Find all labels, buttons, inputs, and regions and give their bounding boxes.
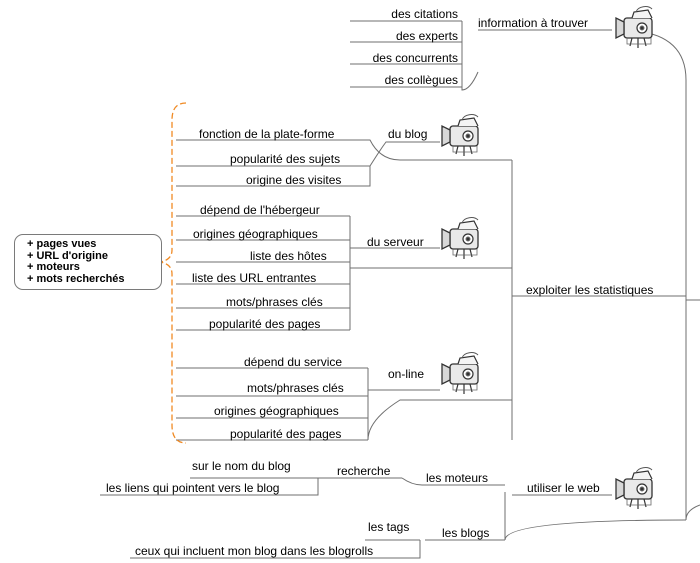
- note-line: + moteurs: [27, 261, 80, 273]
- blog-item: fonction de la plate-forme: [199, 127, 335, 141]
- serveur-node: du serveur: [367, 235, 424, 249]
- recherche-node: recherche: [337, 464, 391, 478]
- note-line: + URL d'origine: [27, 249, 108, 262]
- recherche-item: les liens qui pointent vers le blog: [106, 481, 280, 495]
- serveur-item: dépend de l'hébergeur: [200, 203, 320, 217]
- video-camera-icon: [615, 466, 653, 510]
- note-line: + pages vues: [27, 238, 97, 250]
- serveur-item: liste des URL entrantes: [192, 271, 317, 285]
- serveur-item: popularité des pages: [209, 317, 321, 331]
- recherche-item: sur le nom du blog: [192, 459, 291, 473]
- online-item: dépend du service: [244, 355, 343, 369]
- tags-item: ceux qui incluent mon blog dans les blog…: [135, 544, 374, 558]
- blogs-node: les blogs: [442, 526, 490, 540]
- info-item: des collègues: [384, 73, 458, 87]
- info-item: des experts: [395, 29, 458, 43]
- web-node: utiliser le web: [527, 481, 600, 495]
- video-camera-icon: [441, 216, 479, 260]
- online-item: mots/phrases clés: [247, 381, 344, 395]
- note-line: + mots recherchés: [27, 272, 125, 285]
- moteurs-node: les moteurs: [426, 471, 489, 485]
- video-camera-icon: [615, 5, 653, 49]
- blog-node: du blog: [388, 127, 428, 141]
- serveur-item: mots/phrases clés: [226, 295, 323, 309]
- online-item: popularité des pages: [230, 427, 342, 441]
- tags-node: les tags: [368, 520, 410, 534]
- root-node: exploiter les statistiques: [526, 283, 654, 297]
- serveur-item: origines géographiques: [193, 227, 318, 241]
- info-item: des concurrents: [372, 51, 458, 65]
- blog-item: origine des visites: [246, 173, 342, 187]
- online-item: origines géographiques: [214, 404, 339, 418]
- serveur-item: liste des hôtes: [250, 249, 327, 263]
- video-camera-icon: [441, 351, 479, 395]
- stats-note-box: + pages vues + URL d'origine + moteurs +…: [14, 234, 162, 290]
- blog-item: popularité des sujets: [230, 152, 341, 166]
- video-camera-icon: [441, 113, 479, 157]
- online-node: on-line: [388, 367, 425, 381]
- info-node: information à trouver: [478, 16, 589, 30]
- info-item: des citations: [391, 7, 458, 21]
